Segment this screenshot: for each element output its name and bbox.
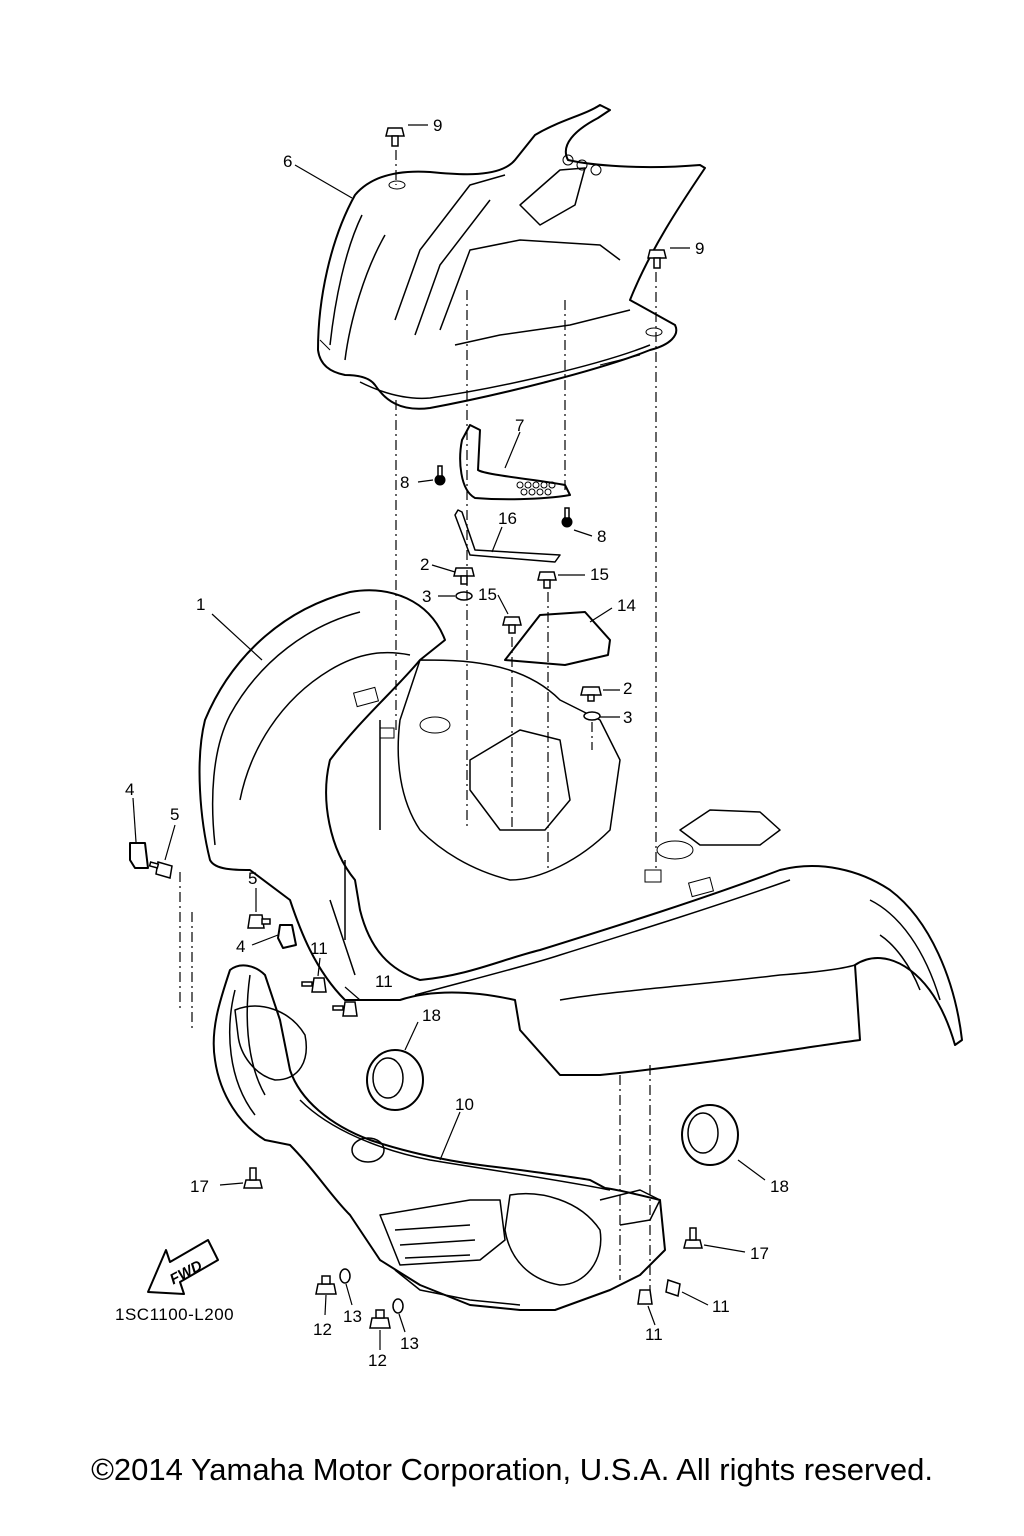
callout-11-upper: 11 — [310, 939, 328, 958]
callout-4-lower: 4 — [236, 937, 245, 956]
callout-18-left: 18 — [422, 1006, 441, 1025]
callout-12-left: 12 — [313, 1320, 332, 1339]
part-18-bezel-left — [366, 1049, 424, 1111]
callout-1: 1 — [196, 595, 205, 614]
callout-4-upper: 4 — [125, 780, 134, 799]
part-4-clip-upper — [129, 842, 149, 869]
callout-18-right: 18 — [770, 1177, 789, 1196]
callout-9-top: 9 — [433, 116, 442, 135]
callout-5-upper: 5 — [170, 805, 179, 824]
leader-lines — [132, 124, 766, 1350]
callout-9-right: 9 — [695, 239, 704, 258]
part-18-bezel-right — [681, 1104, 739, 1166]
callout-3-right: 3 — [623, 708, 632, 727]
callout-7: 7 — [515, 416, 524, 435]
alignment-lines — [179, 150, 657, 1290]
callout-16: 16 — [498, 509, 517, 528]
part-14-cover-plate — [504, 611, 611, 666]
callout-2-upper: 2 — [420, 555, 429, 574]
part-10-front-panel — [212, 964, 666, 1311]
callout-11-right: 11 — [712, 1297, 730, 1316]
callout-6: 6 — [283, 152, 292, 171]
callout-17-left: 17 — [190, 1177, 209, 1196]
callout-13-right: 13 — [400, 1334, 419, 1353]
drawing-code: 1SC1100-L200 — [115, 1305, 234, 1324]
callout-14: 14 — [617, 596, 636, 615]
callout-8-left: 8 — [400, 473, 409, 492]
callout-2-right: 2 — [623, 679, 632, 698]
part-7-grille — [459, 424, 571, 501]
part-1-front-fender — [198, 589, 963, 1076]
copyright-notice: ©2014 Yamaha Motor Corporation, U.S.A. A… — [91, 1452, 933, 1487]
callout-labels: 9 6 9 7 8 16 8 2 15 3 15 1 14 2 3 4 5 5 … — [125, 116, 789, 1370]
callout-15-left: 15 — [478, 585, 497, 604]
callout-11-middle: 11 — [375, 972, 393, 991]
callout-11-bottom: 11 — [645, 1325, 663, 1344]
callout-5-lower: 5 — [248, 869, 257, 888]
callout-17-right: 17 — [750, 1244, 769, 1263]
part-4-clip-lower — [277, 924, 297, 949]
part-6-top-cover — [317, 104, 706, 410]
fasteners — [148, 127, 703, 1329]
callout-13-left: 13 — [343, 1307, 362, 1326]
fwd-arrow-icon: FWD — [147, 1239, 219, 1295]
callout-15-right: 15 — [590, 565, 609, 584]
callout-12-right: 12 — [368, 1351, 387, 1370]
part-16-seal — [454, 509, 561, 563]
callout-10: 10 — [455, 1095, 474, 1114]
callout-8-right: 8 — [597, 527, 606, 546]
callout-3-upper: 3 — [422, 587, 431, 606]
